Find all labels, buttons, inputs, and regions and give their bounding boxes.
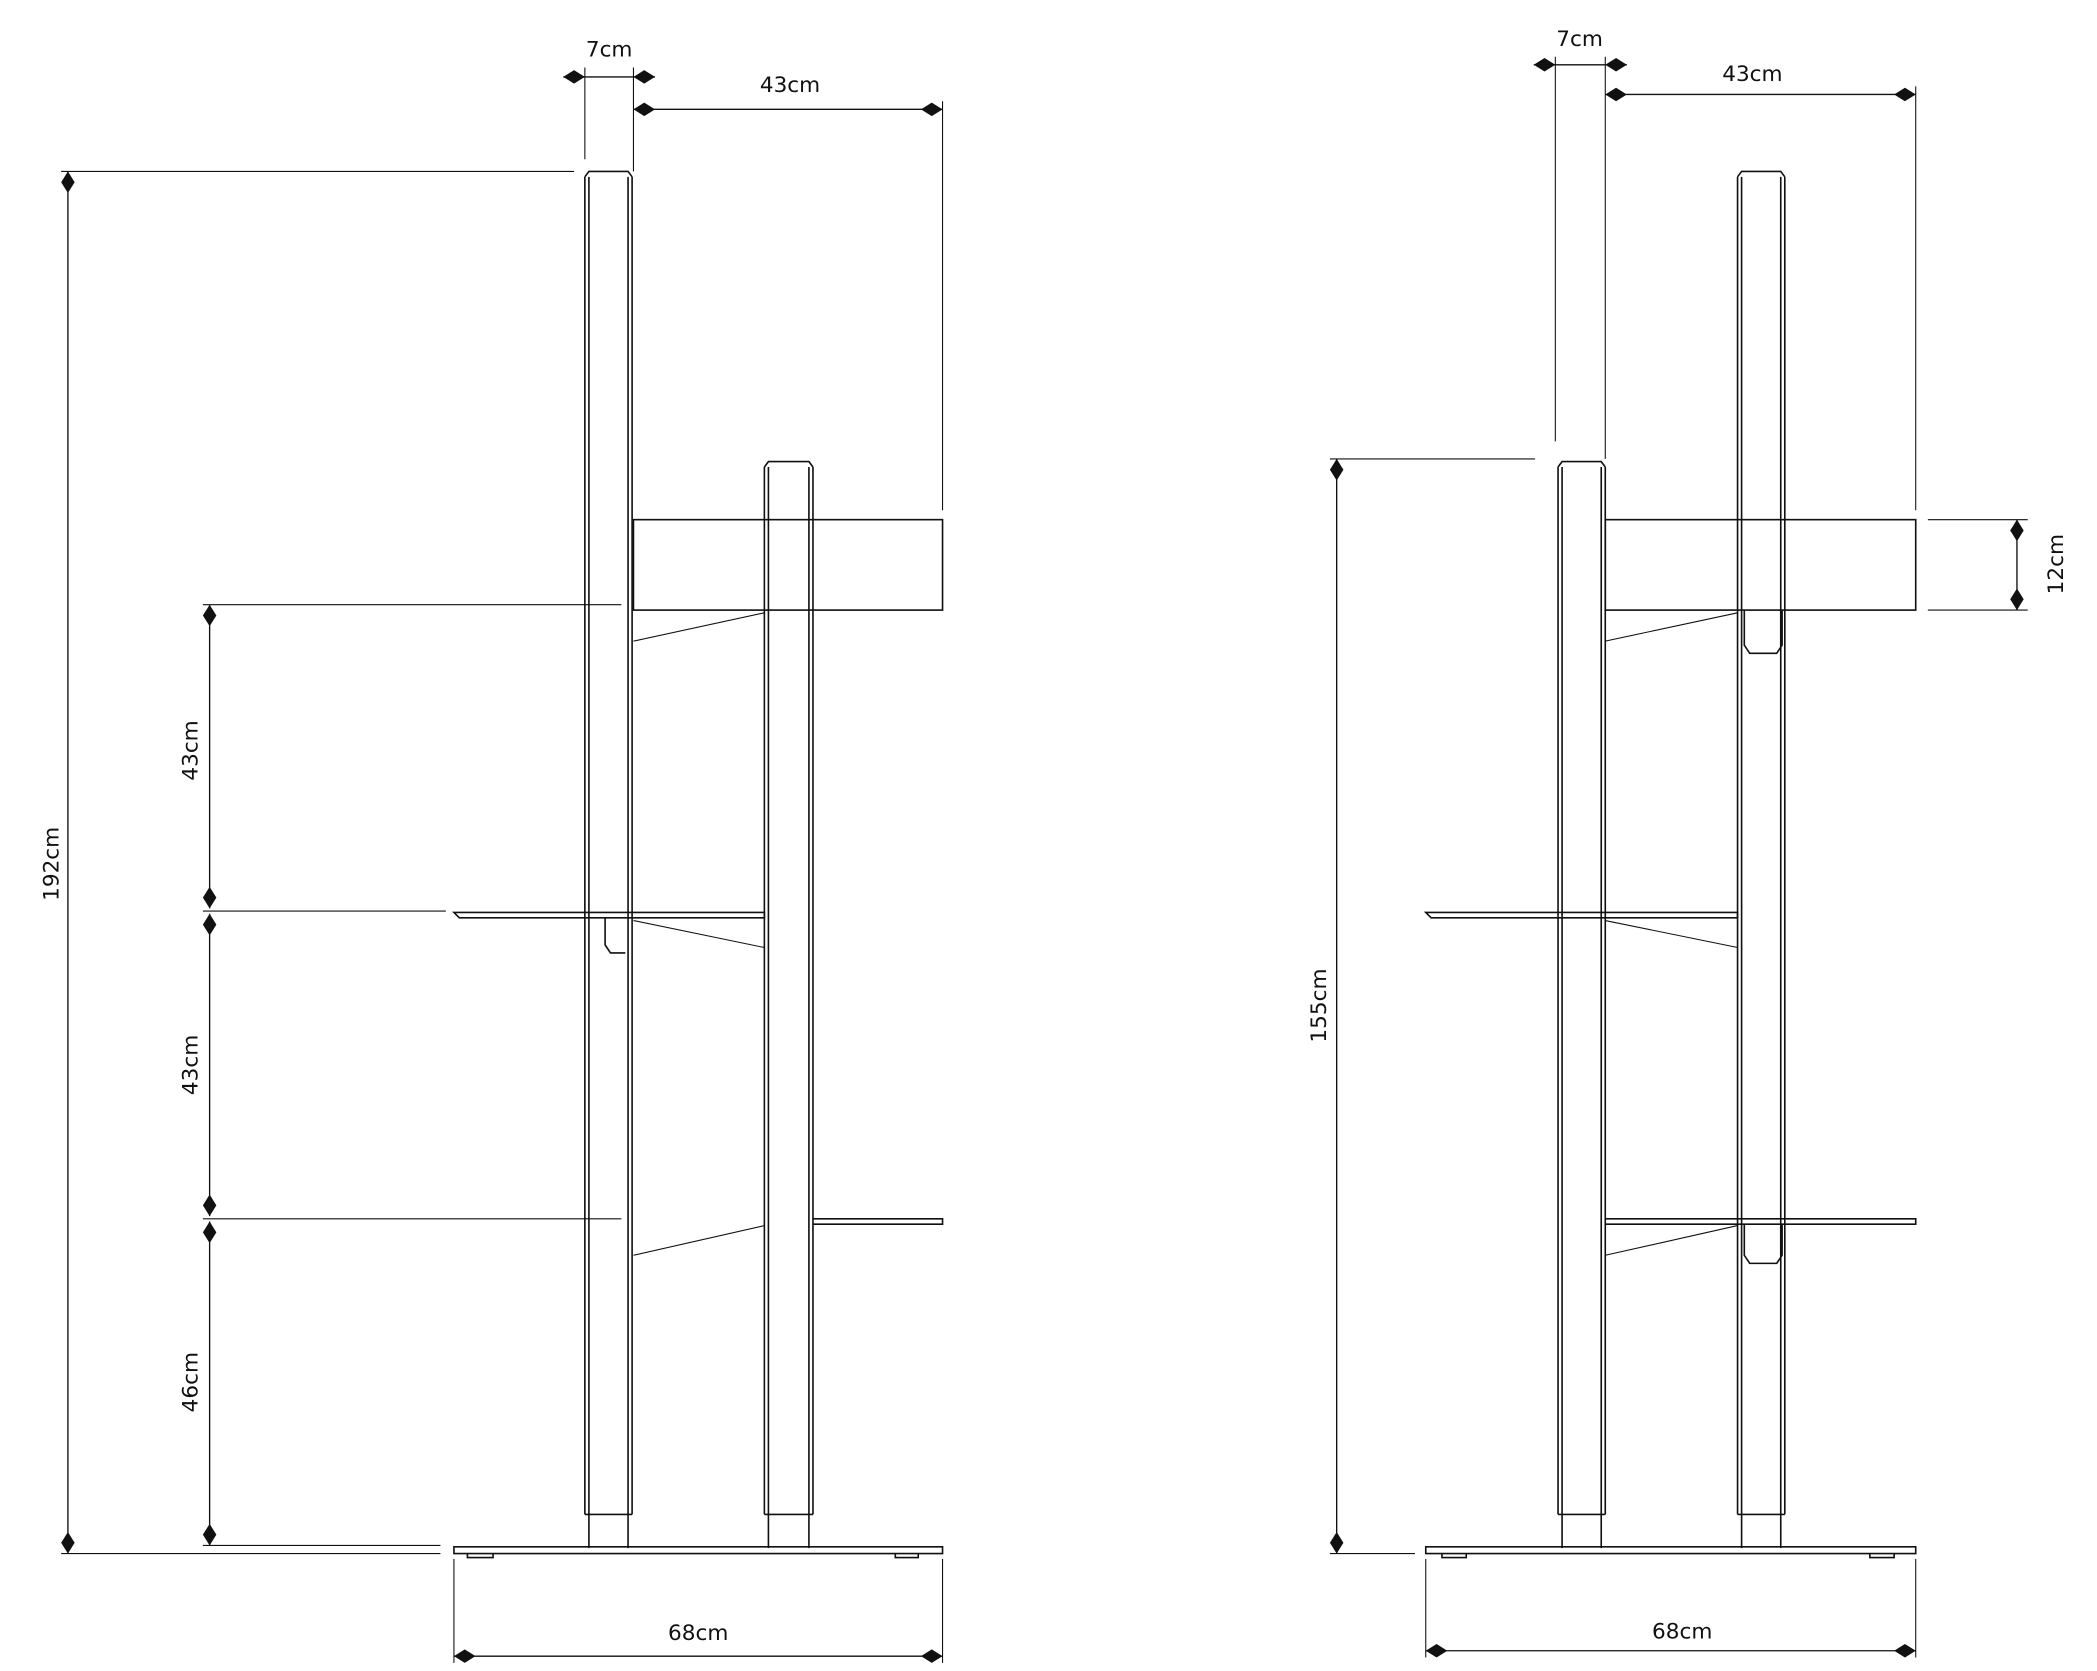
left-base-width-arrow-icon bbox=[453, 1649, 476, 1663]
right-base-width-label: 68cm bbox=[1652, 1620, 1712, 1645]
left-shelf-depth-arrow-icon bbox=[920, 102, 943, 117]
left-shelf-depth-arrow-icon bbox=[633, 102, 656, 117]
drawing-geometry bbox=[451, 170, 1917, 1559]
left-gap-middle-arrow-icon bbox=[202, 913, 217, 936]
left-gap-lower-label: 46cm bbox=[178, 1352, 203, 1412]
left-view bbox=[451, 170, 944, 1559]
left-base-width-label: 68cm bbox=[668, 1621, 728, 1646]
left-gap-lower-arrow-icon bbox=[202, 1523, 217, 1546]
left-total-height-arrow-icon bbox=[61, 1531, 75, 1554]
right-front-height-arrow-icon bbox=[1329, 1531, 1344, 1554]
left-total-height-label: 192cm bbox=[39, 827, 64, 901]
left-gap-upper-label: 43cm bbox=[178, 720, 203, 780]
right-shelf-depth-label: 43cm bbox=[1722, 62, 1782, 87]
left-middle-shelf bbox=[451, 911, 766, 954]
left-tall-post bbox=[584, 170, 633, 1549]
left-gap-upper-arrow-icon bbox=[202, 886, 217, 909]
left-shelf-depth-label: 43cm bbox=[760, 73, 820, 98]
left-gap-upper-arrow-icon bbox=[202, 604, 217, 627]
right-box-height-arrow-icon bbox=[2010, 519, 2024, 542]
right-shelf-depth-arrow-icon bbox=[1894, 87, 1916, 102]
left-gap-middle-label: 43cm bbox=[178, 1035, 203, 1095]
right-shelf-depth-arrow-icon bbox=[1605, 87, 1627, 102]
left-braces bbox=[633, 612, 765, 1256]
left-base-width-arrow-icon bbox=[920, 1649, 943, 1663]
left-total-height-arrow-icon bbox=[61, 171, 75, 194]
right-middle-shelf bbox=[1423, 911, 1739, 919]
left-gap-middle-arrow-icon bbox=[202, 1194, 217, 1217]
left-gap-lower-arrow-icon bbox=[202, 1221, 217, 1244]
right-view bbox=[1423, 170, 1917, 1559]
right-box-height-arrow-icon bbox=[2010, 588, 2024, 611]
left-lower-shelf bbox=[812, 1218, 944, 1226]
left-short-post bbox=[763, 460, 814, 1549]
right-base-width-arrow-icon bbox=[1425, 1644, 1448, 1658]
right-front-post bbox=[1557, 460, 1607, 1549]
left-base bbox=[453, 1546, 944, 1559]
right-back-post bbox=[1736, 170, 1786, 1549]
right-base-width-arrow-icon bbox=[1894, 1644, 1916, 1658]
right-post-width-label: 7cm bbox=[1556, 27, 1603, 52]
left-post-width-label: 7cm bbox=[586, 38, 633, 63]
right-base bbox=[1424, 1546, 1917, 1559]
right-lower-shelf bbox=[1605, 1218, 1917, 1265]
right-front-height-arrow-icon bbox=[1329, 458, 1344, 481]
dimension-lines bbox=[61, 56, 2028, 1663]
right-top-box bbox=[1604, 518, 1917, 611]
right-box-height-label: 12cm bbox=[2044, 534, 2069, 594]
right-braces bbox=[1605, 612, 1738, 1256]
right-front-height-label: 155cm bbox=[1307, 969, 1332, 1043]
left-top-box bbox=[632, 518, 944, 611]
